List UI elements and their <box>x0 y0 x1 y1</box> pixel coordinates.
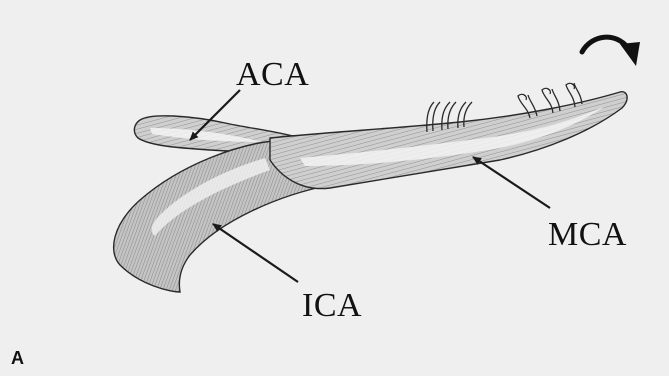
ica-label: ICA <box>302 289 362 323</box>
mca-label: MCA <box>548 218 627 252</box>
panel-letter: A <box>11 349 24 367</box>
mca-vessel <box>270 92 627 189</box>
mca-pointer-arrow <box>473 157 550 208</box>
curved-arrow-clockwise-icon <box>582 37 640 66</box>
aca-label: ACA <box>236 58 309 92</box>
ica-pointer-arrow <box>213 224 298 282</box>
